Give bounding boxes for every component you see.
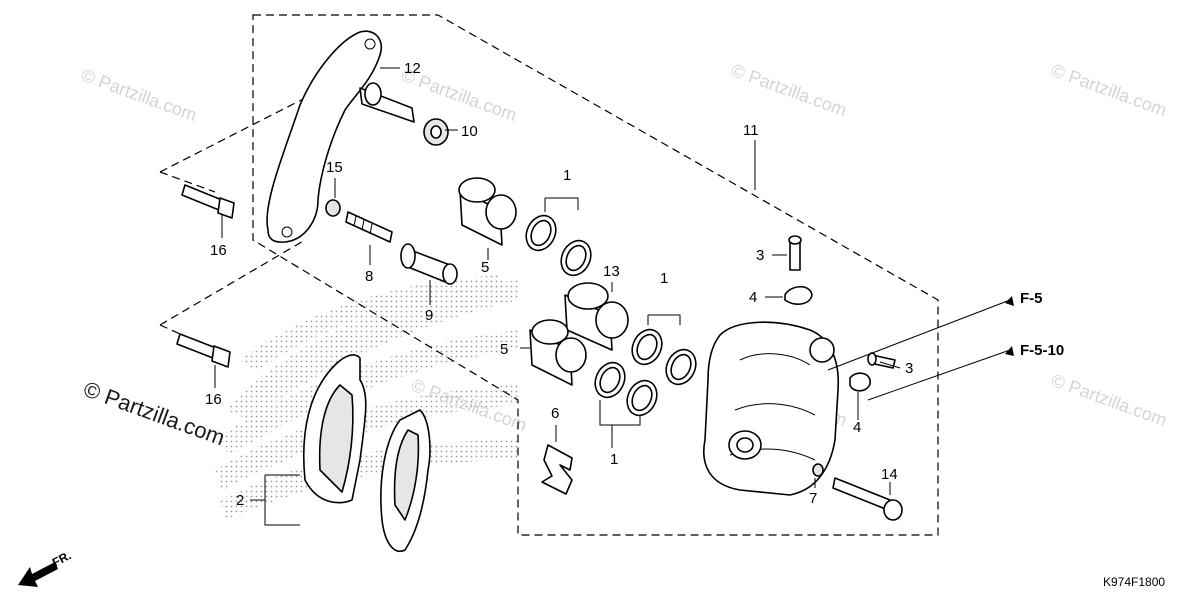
pin-bolt-part-8	[345, 211, 393, 243]
callout-10: 10	[461, 123, 478, 140]
callout-5: 5	[481, 259, 489, 276]
callout-13: 13	[603, 263, 620, 280]
callout-labels: 1 1 1 2 3 3 4 4 5 5 6 7 8 9 10 11 12 13 …	[205, 60, 913, 509]
piston-part-5-lower	[529, 319, 587, 386]
bleeder-valve-part-3-upper	[788, 235, 802, 271]
wing-logo-watermark	[215, 275, 520, 520]
piston-part-5-upper	[458, 177, 517, 246]
watermark-text: © Partzilla.com	[79, 65, 200, 125]
reference-arrow-f5	[1005, 296, 1014, 306]
bolt-projection-upper-2	[159, 171, 216, 193]
callout-4: 4	[749, 289, 757, 306]
callout-7: 7	[809, 490, 817, 507]
callout-1: 1	[610, 451, 618, 468]
bolt-projection-lower	[159, 239, 306, 326]
reference-labels: F-5 F-5-10	[1005, 290, 1064, 359]
callout-15: 15	[326, 159, 343, 176]
leader-lines	[214, 67, 1011, 526]
catalog-code: K974F1800	[1103, 575, 1165, 589]
watermark-text: © Partzilla.com	[1049, 60, 1170, 120]
front-arrow-icon	[18, 562, 58, 587]
callout-16: 16	[205, 391, 222, 408]
washer-part-7	[812, 463, 824, 477]
callout-4: 4	[853, 419, 861, 436]
callout-8: 8	[365, 268, 373, 285]
callout-14: 14	[881, 466, 898, 483]
watermark-text: © Partzilla.com	[729, 60, 850, 120]
reference-f5-10: F-5-10	[1020, 342, 1064, 359]
partzilla-watermark: © Partzilla.com	[80, 376, 228, 450]
boot-part-10	[423, 118, 449, 146]
brake-pads-part-2	[302, 354, 431, 552]
callout-9: 9	[425, 307, 433, 324]
callout-1: 1	[660, 270, 668, 287]
slide-pin-part-9	[400, 243, 458, 285]
reference-f5: F-5	[1020, 290, 1043, 307]
caliper-body-part-11	[703, 321, 840, 496]
reference-arrow-f5-10	[1005, 346, 1014, 356]
seal-rings-part-1	[525, 214, 697, 417]
callout-5: 5	[500, 341, 508, 358]
pin-part-14	[832, 477, 903, 521]
callout-16: 16	[210, 242, 227, 259]
nut-part-15	[325, 199, 341, 217]
callout-3: 3	[905, 360, 913, 377]
callout-12: 12	[404, 60, 421, 77]
bleeder-cap-part-4-right	[849, 372, 871, 392]
assembly-boundary	[252, 14, 939, 536]
callout-11: 11	[743, 122, 759, 139]
callout-6: 6	[551, 405, 559, 422]
bolt-part-16-upper	[181, 184, 235, 219]
watermark-text: © Partzilla.com	[1049, 370, 1170, 430]
callout-3: 3	[756, 247, 764, 264]
callout-1: 1	[563, 167, 571, 184]
callout-2: 2	[236, 492, 244, 509]
caliper-bracket	[266, 30, 415, 243]
front-direction-indicator: FR.	[18, 548, 73, 587]
pad-spring-part-6	[541, 444, 573, 495]
bleeder-cap-part-4-upper	[784, 285, 813, 305]
bolt-part-16-lower	[176, 333, 231, 368]
piston-part-13	[564, 282, 629, 351]
